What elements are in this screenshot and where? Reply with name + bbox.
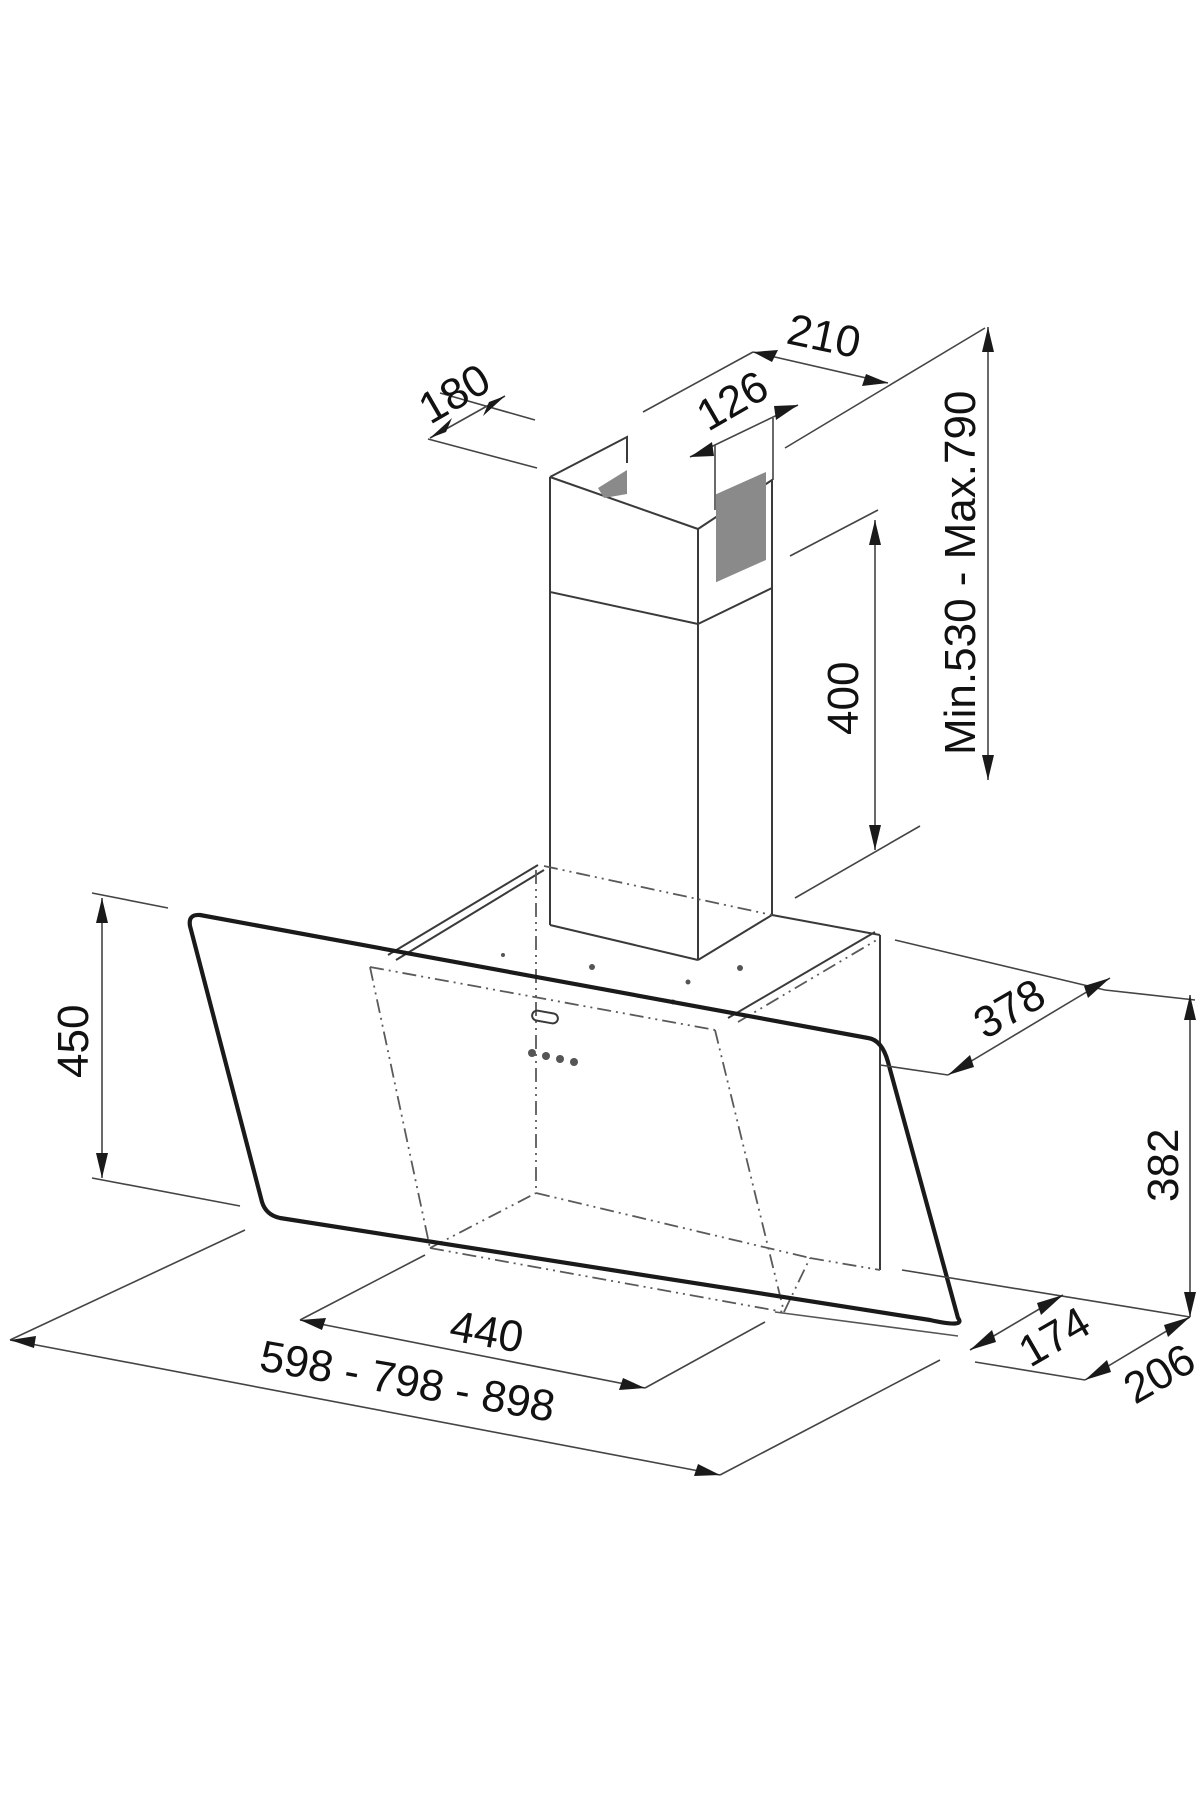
display-slot-icon [531, 1009, 559, 1025]
dim-label-total-bottom-depth: 206 [1116, 1335, 1200, 1414]
dim-label-body-depth: 378 [966, 970, 1054, 1049]
dim-label-glass-height: 450 [49, 1005, 98, 1078]
dim-label-chimney-width: 210 [783, 305, 865, 368]
vent-grille-side-icon [598, 470, 627, 498]
control-button-3 [556, 1055, 564, 1063]
dim-label-vent-width: 126 [689, 362, 777, 441]
vent-grille-icon [716, 471, 766, 583]
chimney-upper [549, 435, 773, 626]
glass-canopy [187, 912, 962, 1326]
dim-label-chimney-lower-height: 400 [819, 662, 868, 735]
chimney-lower [549, 588, 773, 961]
dim-label-inner-width: 440 [446, 1302, 527, 1363]
dimension-arrows [10, 327, 1196, 1476]
dim-label-body-height: 382 [1139, 1129, 1188, 1202]
dim-label-chimney-depth: 180 [411, 355, 499, 434]
dim-label-bottom-depth: 174 [1011, 1298, 1099, 1377]
dimension-lines [9, 327, 1196, 1476]
control-button-2 [542, 1052, 550, 1060]
hood-body [369, 864, 881, 1313]
control-button-4 [570, 1058, 578, 1066]
dim-label-chimney-height-range: Min.530 - Max.790 [936, 391, 985, 755]
control-button-1 [528, 1049, 536, 1057]
